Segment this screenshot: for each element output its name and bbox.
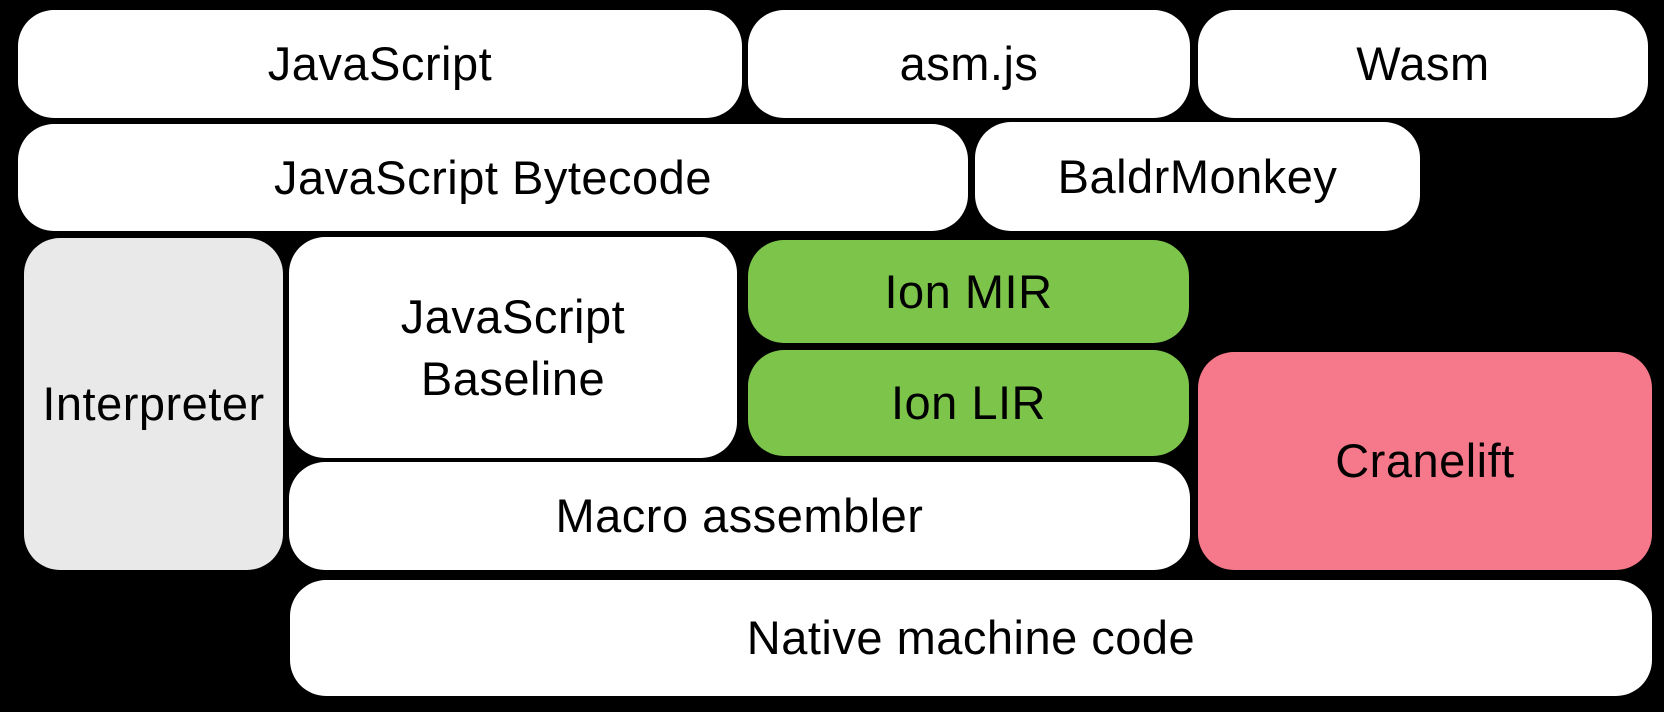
node-wasm: Wasm <box>1198 10 1648 118</box>
node-label: Ion LIR <box>890 376 1047 430</box>
node-cranelift: Cranelift <box>1198 352 1652 570</box>
node-javascript-baseline: JavaScript Baseline <box>289 237 737 458</box>
node-native-machine-code: Native machine code <box>290 580 1652 696</box>
node-label: JavaScript Bytecode <box>274 150 712 204</box>
node-baldrmonkey: BaldrMonkey <box>975 122 1420 231</box>
node-label: Wasm <box>1356 37 1490 91</box>
node-label: Interpreter <box>42 377 265 431</box>
node-label: Cranelift <box>1335 434 1515 488</box>
node-macro-assembler: Macro assembler <box>289 462 1190 570</box>
node-interpreter: Interpreter <box>24 238 283 570</box>
node-javascript-bytecode: JavaScript Bytecode <box>18 124 968 231</box>
node-label: BaldrMonkey <box>1057 149 1338 203</box>
node-label: Macro assembler <box>555 489 924 543</box>
node-asm-js: asm.js <box>748 10 1190 118</box>
node-label: Ion MIR <box>884 264 1053 318</box>
node-label-line-1: JavaScript <box>400 290 626 344</box>
node-label: JavaScript Baseline <box>401 286 625 408</box>
node-javascript: JavaScript <box>18 10 742 118</box>
node-label: asm.js <box>899 37 1039 91</box>
node-label-line-2: Baseline <box>420 351 606 405</box>
node-ion-lir: Ion LIR <box>748 350 1189 456</box>
node-ion-mir: Ion MIR <box>748 240 1189 343</box>
node-label: Native machine code <box>746 611 1196 665</box>
node-label: JavaScript <box>267 37 493 91</box>
